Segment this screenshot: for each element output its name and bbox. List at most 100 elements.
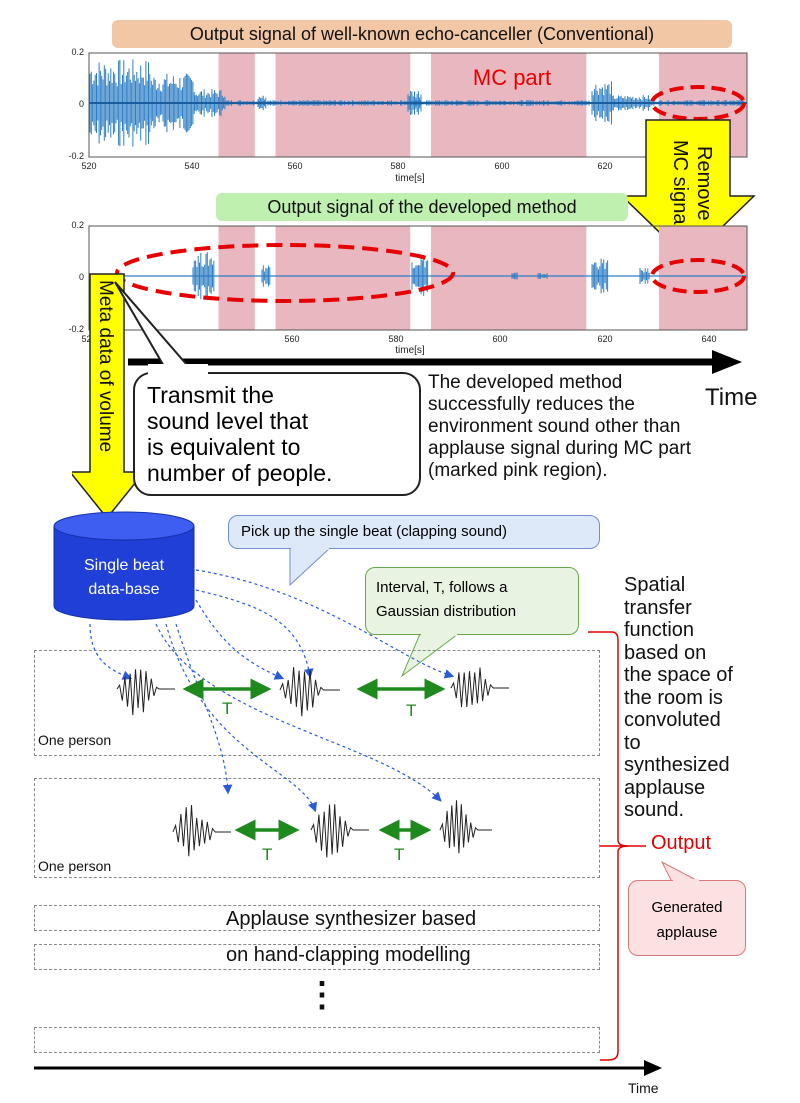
- interval-T-1: T: [222, 699, 232, 718]
- beat-arrow-7: [155, 623, 442, 802]
- time-axis-main: [128, 350, 742, 374]
- ellipse-middle-right: [650, 258, 746, 294]
- spatial-line-7: convoluted: [624, 709, 721, 731]
- time-label-bottom: Time: [628, 1080, 659, 1096]
- interval-line1: Interval, T, follows a: [376, 579, 508, 596]
- ellipse-middle-left: [115, 243, 455, 303]
- time-label-main: Time: [705, 384, 758, 411]
- callout-line1: Transmit the: [147, 382, 274, 408]
- beat-arrow-2: [195, 569, 455, 679]
- callout-line3: is equivalent to: [147, 434, 301, 460]
- chart2-ytick-0: 0.2: [71, 220, 84, 230]
- generated-applause-bubble: Generated applause: [628, 880, 746, 956]
- note-line1: The developed method: [428, 372, 623, 393]
- chart1-xtick-2: 560: [287, 161, 302, 171]
- callout-box: Transmit the sound level that is equival…: [133, 372, 421, 496]
- beat-arrow-6: [165, 623, 317, 813]
- clap-wave-1: [116, 669, 175, 716]
- remove-mc-label-line1: Remove: [693, 146, 715, 220]
- clap-wave-3: [450, 667, 509, 708]
- chart1-ytick-2: -0.2: [68, 151, 84, 161]
- chart2-mc-region-3: [430, 226, 587, 330]
- spatial-line-8: to: [624, 731, 641, 754]
- meta-data-arrow: Meta data of volume: [72, 273, 146, 520]
- chart2-mc-region-4: [658, 226, 747, 330]
- interval-T-2: T: [406, 701, 416, 720]
- chart2-ytick-1: 0: [79, 272, 84, 282]
- database-cylinder: Single beat data-base: [53, 511, 195, 621]
- spatial-line-6: the room is: [624, 686, 723, 709]
- ellipsis: ⋮: [305, 976, 339, 1014]
- chart1-ytick-1: 0: [79, 99, 84, 109]
- beat-arrow-4: [195, 599, 285, 680]
- result-note: The developed method successfully reduce…: [428, 372, 778, 482]
- clap-wave-5: [310, 804, 369, 858]
- spatial-line-5: the space of: [624, 664, 733, 686]
- chart1-xlabel: time[s]: [395, 173, 425, 184]
- clap-wave-6: [439, 800, 492, 854]
- note-line4: applause signal during MC part: [428, 438, 691, 459]
- clap-wave-2: [279, 667, 340, 717]
- chart2-mc-region-1: [218, 226, 255, 330]
- beat-arrow-1: [89, 623, 133, 680]
- interval-bubble: Interval, T, follows a Gaussian distribu…: [365, 567, 579, 635]
- person-row-2: [34, 778, 600, 878]
- chart1-ytick-0: 0.2: [71, 47, 84, 57]
- spatial-line-9: synthesized: [624, 754, 730, 776]
- synth-row-1: [34, 905, 600, 931]
- database-label-line2: data-base: [88, 581, 159, 598]
- synth-line2: on hand-clapping modelling: [226, 944, 471, 966]
- callout-line4: number of people.: [147, 460, 333, 486]
- beat-arrow-5: [175, 623, 233, 795]
- spatial-line-11: sound.: [624, 799, 685, 821]
- synth-row-2: [34, 944, 600, 970]
- chart2-ytick-2: -0.2: [68, 324, 84, 334]
- interval-T-3: T: [262, 845, 272, 864]
- chart2-xtick-3: 600: [492, 334, 507, 344]
- chart2-xtick-4: 620: [597, 334, 612, 344]
- chart2-xlabel: time[s]: [395, 345, 425, 356]
- chart2-xtick-0: 520: [81, 334, 96, 344]
- remove-mc-label-line2: MC signal: [669, 140, 691, 229]
- callout-line2: sound level that: [147, 408, 309, 434]
- spatial-line-2: transfer: [624, 596, 692, 619]
- pickup-text: Pick up the single beat (clapping sound): [241, 523, 508, 540]
- generated-line1: Generated: [651, 899, 723, 916]
- note-line5: (marked pink region).: [428, 460, 608, 481]
- chart1-xtick-3: 580: [390, 161, 405, 171]
- chart1-xtick-5: 620: [597, 161, 612, 171]
- pickup-bubble: Pick up the single beat (clapping sound): [228, 515, 600, 549]
- chart1-title: Output signal of well-known echo-cancell…: [112, 20, 732, 48]
- synth-row-last: [34, 1027, 600, 1053]
- clap-wave-4: [172, 804, 231, 857]
- remove-mc-arrow: Remove MC signal: [620, 119, 756, 262]
- chart2-waveform: [192, 252, 650, 300]
- ellipse-top-right: [650, 85, 746, 121]
- note-line3: environment sound other than: [428, 416, 681, 437]
- chart1-xtick-0: 520: [81, 161, 96, 171]
- one-person-label-2: One person: [38, 858, 112, 874]
- spatial-line-4: based on: [624, 641, 707, 664]
- synth-line1: Applause synthesizer based: [226, 908, 477, 930]
- chart2-xtick-1: 560: [284, 334, 299, 344]
- meta-data-label: Meta data of volume: [95, 280, 116, 452]
- output-label: Output: [651, 832, 712, 854]
- database-label-line1: Single beat: [84, 557, 165, 574]
- chart1-xtick-4: 600: [494, 161, 509, 171]
- spatial-line-3: function: [624, 619, 695, 641]
- person-row-1: [34, 650, 600, 756]
- interval-T-4: T: [394, 845, 404, 864]
- spatial-line-10: applause: [624, 776, 706, 799]
- one-person-label-1: One person: [38, 732, 112, 748]
- chart1-xtick-1: 540: [184, 161, 199, 171]
- chart2-title: Output signal of the developed method: [216, 193, 628, 221]
- spatial-line-1: Spatial: [624, 574, 686, 596]
- mc-part-annotation: MC part: [473, 65, 551, 90]
- chart1: 0.2 0 -0.2 520 540 560 580 600 620 time[s] MC p…: [68, 47, 748, 184]
- generated-line2: applause: [656, 924, 718, 941]
- chart2-xtick-2: 580: [388, 334, 403, 344]
- interval-line2: Gaussian distribution: [376, 603, 517, 620]
